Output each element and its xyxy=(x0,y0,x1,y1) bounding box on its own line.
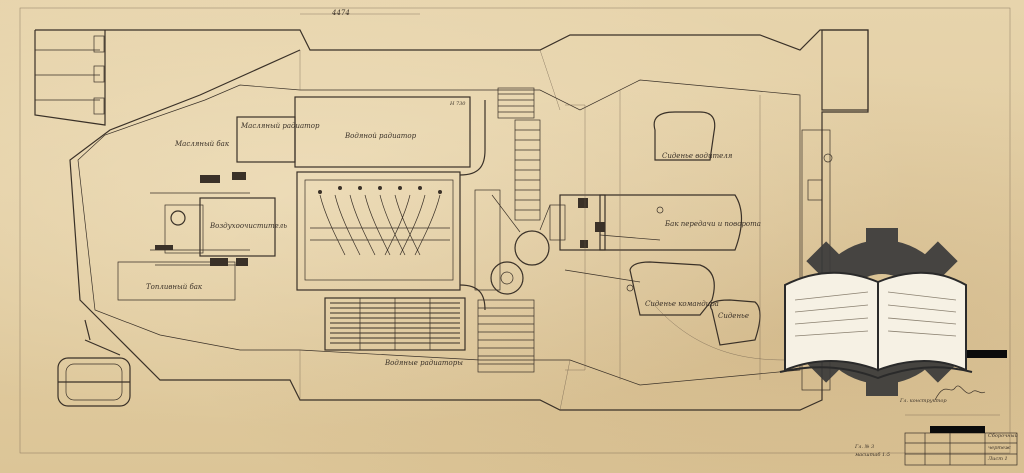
fan-circle xyxy=(514,230,550,266)
signature-caption: Гл. конструктор xyxy=(900,398,947,404)
label-commander-seat: Сиденье командира xyxy=(645,300,719,308)
title-block-1: Сборочный xyxy=(988,433,1018,439)
rear-plate xyxy=(821,29,869,111)
signature-scribble xyxy=(934,385,986,401)
fuel-tank xyxy=(117,261,236,301)
stamp-line-1: Гл. № 3 xyxy=(855,444,875,450)
label-oil-tank: Масляный бак xyxy=(175,140,230,148)
label-gearbox: Бак передачи и поворота xyxy=(665,220,761,228)
stamp-line-2: масштаб 1:5 xyxy=(855,452,891,458)
redaction-bar xyxy=(965,350,1007,358)
title-block-2: чертеж xyxy=(988,445,1011,451)
open-book-icon xyxy=(779,271,973,380)
commander-seat xyxy=(629,261,715,316)
driver-seat xyxy=(653,111,716,161)
gearbox xyxy=(599,194,743,251)
loader-seat xyxy=(709,299,761,346)
label-lower-radiator: Водяные радиаторы xyxy=(385,359,463,367)
label-air-cleaner: Воздухоочиститель xyxy=(210,222,288,230)
sheet-border xyxy=(19,7,1011,454)
label-loader-seat: Сиденье xyxy=(718,312,750,320)
vent-louvers xyxy=(477,87,541,373)
drive-sprocket xyxy=(57,319,131,407)
label-driver-seat: Сиденье водителя xyxy=(662,152,733,160)
label-water-radiator: Водяной радиатор xyxy=(345,132,417,140)
air-cleaner xyxy=(199,197,276,257)
oil-radiator xyxy=(236,116,296,163)
redaction-bar xyxy=(930,426,985,433)
hull-outline xyxy=(35,29,869,411)
title-block-3: Лист 1 xyxy=(988,456,1008,462)
top-dimension: 4474 xyxy=(332,9,350,17)
label-oil-radiator: Масляный радиатор xyxy=(241,122,320,130)
label-dim-small: Н 730 xyxy=(450,101,466,107)
label-fuel-tank: Топливный бак xyxy=(146,283,203,291)
engine-cylinders xyxy=(310,194,450,256)
engine-block xyxy=(296,171,461,291)
title-block-grid xyxy=(904,432,1018,466)
